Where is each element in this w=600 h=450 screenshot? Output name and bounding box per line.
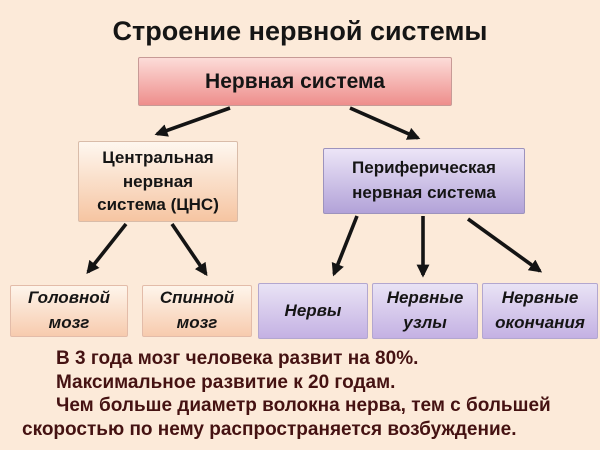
node-nerves: Нервы	[258, 283, 368, 339]
node-central-nervous-system: Центральная нервная система (ЦНС)	[78, 141, 238, 222]
node-nervous-system: Нервная система	[138, 57, 452, 106]
arrow-pns-to-endings	[466, 217, 543, 273]
slide-title: Строение нервной системы	[112, 16, 488, 46]
node-nerve-endings: Нервные окончания	[482, 283, 598, 339]
note-line-max-development: Максимальное развитие к 20 годам.	[56, 371, 396, 393]
arrow-root-to-cns	[154, 106, 231, 137]
arrow-pns-to-nerves	[331, 215, 359, 277]
node-spinal-cord: Спинной мозг	[142, 285, 252, 337]
node-peripheral-nervous-system: Периферическая нервная система	[323, 148, 525, 214]
node-nerve-ganglia: Нервные узлы	[372, 283, 478, 339]
arrow-cns-to-spinal	[170, 222, 208, 277]
notes-text-block: В 3 года мозг человека развит на 80%. Ма…	[22, 347, 567, 441]
node-brain: Головной мозг	[10, 285, 128, 337]
note-line-brain-development: В 3 года мозг человека развит на 80%.	[56, 348, 419, 369]
arrow-cns-to-brain	[86, 222, 128, 275]
arrow-root-to-pns	[349, 106, 421, 140]
note-line-fiber-diameter: Чем больше диаметр волокна нерва, тем с …	[22, 395, 551, 440]
